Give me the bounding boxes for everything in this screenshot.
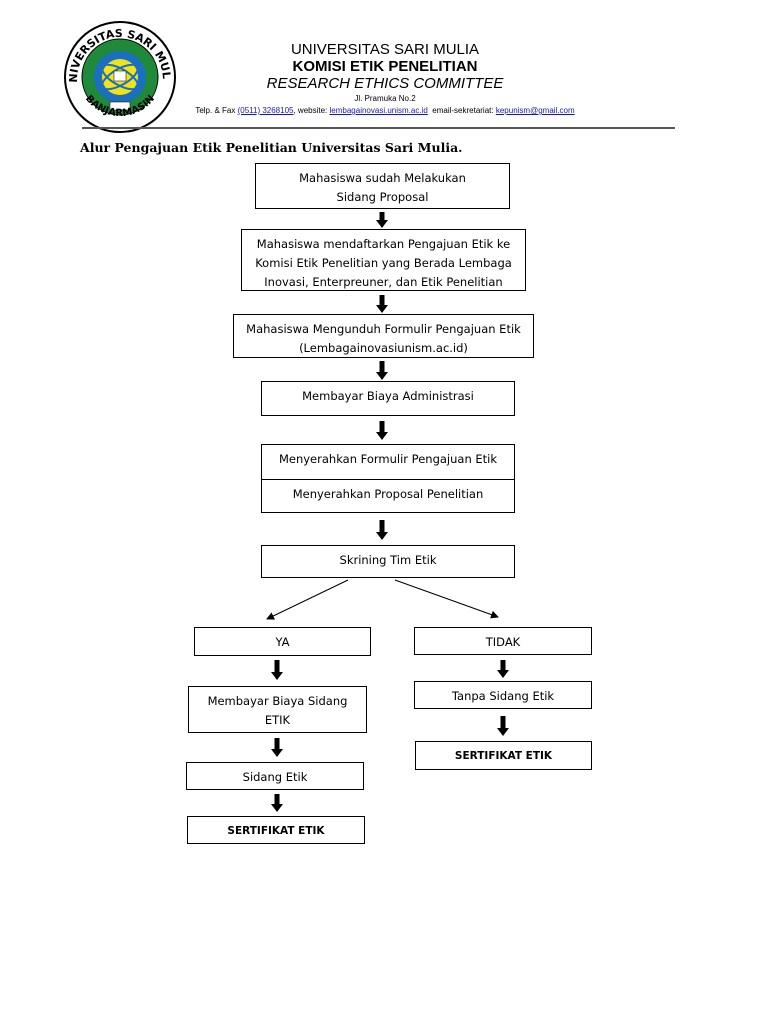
committee-name: KOMISI ETIK PENELITIAN — [292, 58, 478, 75]
down-arrow-icon — [271, 738, 283, 757]
down-arrow-icon — [376, 295, 388, 313]
website-link[interactable]: lembagainovasi.unism.ac.id — [329, 106, 428, 115]
down-arrow-icon — [271, 660, 283, 680]
step-text: SERTIFIKAT ETIK — [227, 825, 325, 837]
down-arrow-icon — [376, 212, 388, 228]
contact-line: Telp. & Fax (0511) 3268105, website: lem… — [170, 106, 600, 115]
down-arrow-icon — [376, 361, 388, 380]
step-sertifikat-tidak: SERTIFIKAT ETIK — [415, 741, 592, 770]
step-unduh-formulir: Mahasiswa Mengunduh Formulir Pengajuan E… — [233, 314, 534, 358]
down-arrow-icon — [497, 716, 509, 736]
step-text: Membayar Biaya Sidang ETIK — [207, 694, 348, 727]
step-biaya-sidang: Membayar Biaya Sidang ETIK — [188, 686, 367, 733]
university-logo: UNIVERSITAS SARI MULIA BANJARMASIN — [63, 20, 176, 133]
step-serahkan-proposal: Menyerahkan Proposal Penelitian — [261, 479, 515, 513]
step-sertifikat-ya: SERTIFIKAT ETIK — [187, 816, 365, 844]
email-link[interactable]: kepunism@gmail.com — [495, 106, 575, 115]
step-text: Mahasiswa sudah Melakukan Sidang Proposa… — [299, 171, 466, 204]
step-text: Tanpa Sidang Etik — [451, 689, 555, 703]
arrow-to-ya — [266, 579, 349, 620]
committee-name-en: RESEARCH ETHICS COMMITTEE — [266, 75, 504, 92]
page-title: Alur Pengajuan Etik Penelitian Universit… — [80, 140, 463, 155]
header-divider — [82, 127, 675, 129]
step-skrining: Skrining Tim Etik — [261, 545, 515, 578]
step-biaya-administrasi: Membayar Biaya Administrasi — [261, 381, 515, 416]
address: Jl. Pramuka No.2 — [354, 94, 416, 103]
step-text: TIDAK — [485, 635, 521, 649]
step-serahkan-formulir: Menyerahkan Formulir Pengajuan Etik — [261, 444, 515, 480]
step-tanpa-sidang: Tanpa Sidang Etik — [414, 681, 592, 709]
step-text: YA — [275, 635, 290, 649]
step-text: SERTIFIKAT ETIK — [454, 750, 553, 762]
arrow-to-tidak — [394, 579, 499, 619]
step-text: Menyerahkan Proposal Penelitian — [292, 487, 484, 501]
down-arrow-icon — [497, 660, 509, 678]
step-sidang-etik: Sidang Etik — [186, 762, 364, 790]
down-arrow-icon — [376, 520, 388, 540]
website-label: , website: — [293, 106, 328, 115]
down-arrow-icon — [271, 794, 283, 812]
step-text: Membayar Biaya Administrasi — [302, 389, 474, 403]
down-arrow-icon — [376, 421, 388, 440]
step-text: Menyerahkan Formulir Pengajuan Etik — [278, 452, 498, 466]
step-sidang-proposal: Mahasiswa sudah Melakukan Sidang Proposa… — [255, 163, 510, 209]
university-name: UNIVERSITAS SARI MULIA — [290, 41, 480, 58]
phone-link[interactable]: (0511) 3268105 — [237, 106, 294, 115]
phone-label: Telp. & Fax — [195, 106, 236, 115]
step-text: Sidang Etik — [242, 770, 308, 784]
step-daftar-pengajuan: Mahasiswa mendaftarkan Pengajuan Etik ke… — [241, 229, 526, 291]
step-text: Mahasiswa mendaftarkan Pengajuan Etik ke… — [255, 237, 512, 289]
branch-ya: YA — [194, 627, 371, 656]
branch-tidak: TIDAK — [414, 627, 592, 655]
step-text: Skrining Tim Etik — [339, 553, 437, 567]
email-label: email-sekretariat: — [432, 106, 494, 115]
step-text: Mahasiswa Mengunduh Formulir Pengajuan E… — [246, 322, 521, 355]
